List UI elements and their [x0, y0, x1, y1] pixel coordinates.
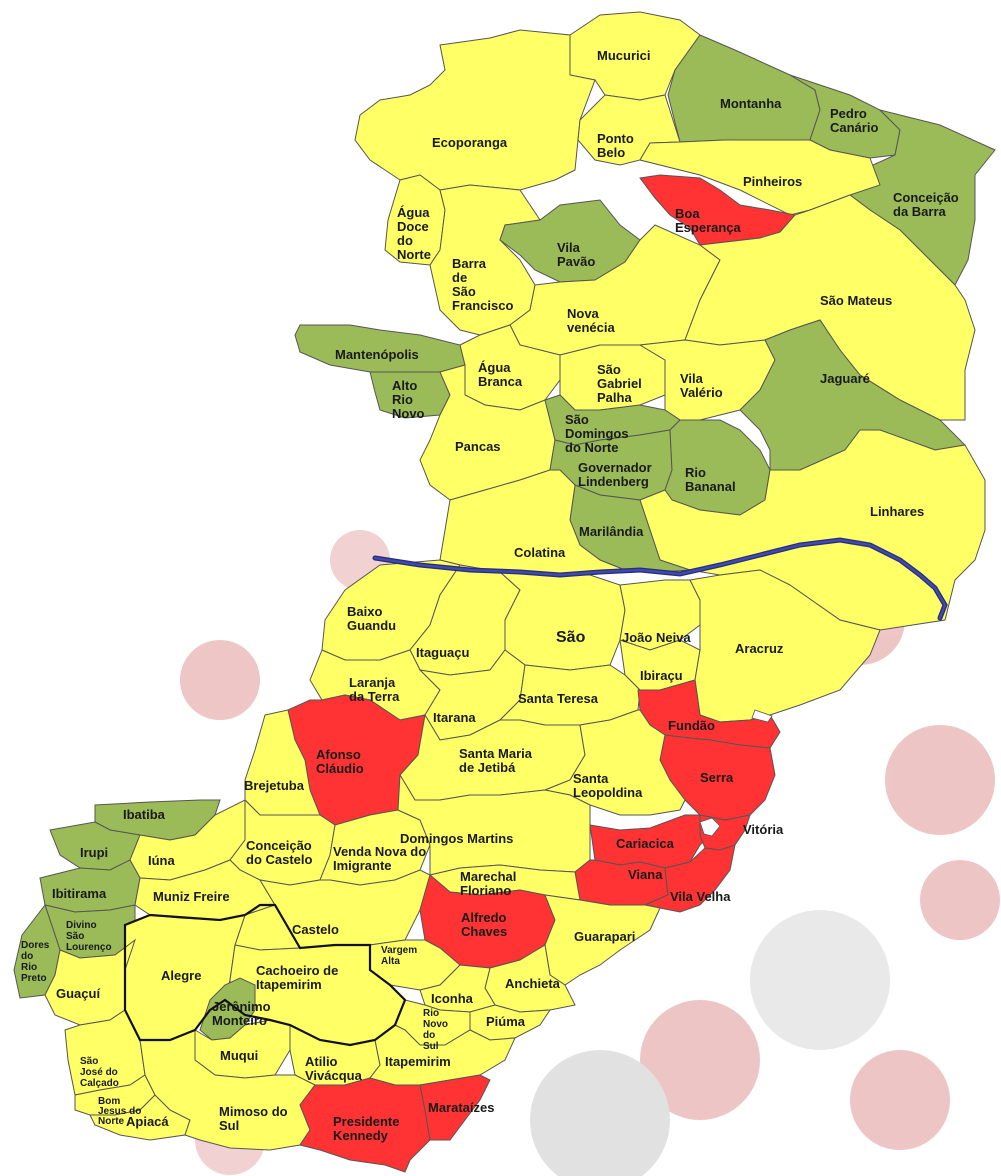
label-domingos-martins: Domingos Martins: [400, 831, 513, 846]
label-viana: Viana: [628, 867, 663, 882]
label-mantenopolis: Mantenópolis: [335, 347, 419, 362]
label-alegre: Alegre: [161, 968, 201, 983]
label-sao-roque: São: [556, 629, 586, 646]
inlet-water: [751, 709, 773, 723]
label-aracruz: Aracruz: [735, 641, 784, 656]
label-anchieta: Anchieta: [505, 976, 561, 991]
label-jaguare: Jaguaré: [820, 371, 870, 386]
municipality-pinheiros[interactable]: [639, 139, 881, 216]
label-colatina: Colatina: [514, 545, 566, 560]
municipality-jeronimo-monteiro[interactable]: [199, 977, 256, 1041]
label-joao-neiva: João Neiva: [622, 630, 691, 645]
label-cariacica: Cariacica: [616, 836, 675, 851]
label-pancas: Pancas: [455, 439, 501, 454]
label-itarana: Itarana: [433, 710, 476, 725]
label-ibatiba: Ibatiba: [123, 807, 166, 822]
municipality-montanha[interactable]: [667, 34, 821, 143]
municipality-joao-neiva[interactable]: [619, 579, 701, 651]
label-ibiracu: Ibiraçu: [640, 668, 683, 683]
label-irupi: Irupi: [80, 845, 108, 860]
label-linhares: Linhares: [870, 504, 924, 519]
label-guacui: Guaçuí: [56, 986, 100, 1001]
label-fundao: Fundão: [668, 718, 715, 733]
label-brejetuba: Brejetuba: [244, 778, 305, 793]
label-guarapari: Guarapari: [574, 929, 635, 944]
label-vitoria: Vitória: [743, 822, 784, 837]
municipality-rio-bananal[interactable]: [664, 419, 771, 516]
label-marilandia: Marilândia: [579, 524, 644, 539]
label-itapemirim: Itapemirim: [385, 1054, 451, 1069]
label-iconha: Iconha: [431, 991, 474, 1006]
bay-water: [699, 817, 721, 837]
label-piuma: Piúma: [486, 1014, 526, 1029]
label-muniz-freire: Muniz Freire: [153, 889, 230, 904]
label-muqui: Muqui: [220, 1048, 258, 1063]
municipality-castelo[interactable]: [234, 869, 431, 951]
label-castelo: Castelo: [292, 922, 339, 937]
label-sao-mateus: São Mateus: [820, 293, 892, 308]
label-ecoporanga: Ecoporanga: [432, 135, 508, 150]
label-mucurici: Mucurici: [597, 48, 650, 63]
municipality-santa-leopoldina[interactable]: [543, 709, 686, 816]
label-marataizes: Marataízes: [428, 1100, 494, 1115]
river-rio-doce: [372, 537, 948, 621]
label-vila-velha: Vila Velha: [670, 889, 731, 904]
label-ibitirama: Ibitirama: [52, 886, 107, 901]
label-itaguacu: Itaguaçu: [416, 645, 470, 660]
label-santa-teresa: Santa Teresa: [518, 691, 599, 706]
label-iuna: Iúna: [148, 853, 175, 868]
label-montanha: Montanha: [720, 96, 782, 111]
municipality-ecoporanga[interactable]: [354, 29, 596, 191]
label-pinheiros: Pinheiros: [743, 174, 802, 189]
label-apiaca: Apiacá: [126, 1114, 169, 1129]
municipality-aracruz[interactable]: [689, 569, 881, 723]
label-serra: Serra: [700, 770, 734, 785]
municipality-presidente-kennedy[interactable]: [299, 1077, 431, 1173]
municipality-marataizes[interactable]: [419, 1074, 491, 1141]
municipality-sao-roque[interactable]: [498, 571, 626, 671]
highlight-outline: [123, 903, 407, 1047]
